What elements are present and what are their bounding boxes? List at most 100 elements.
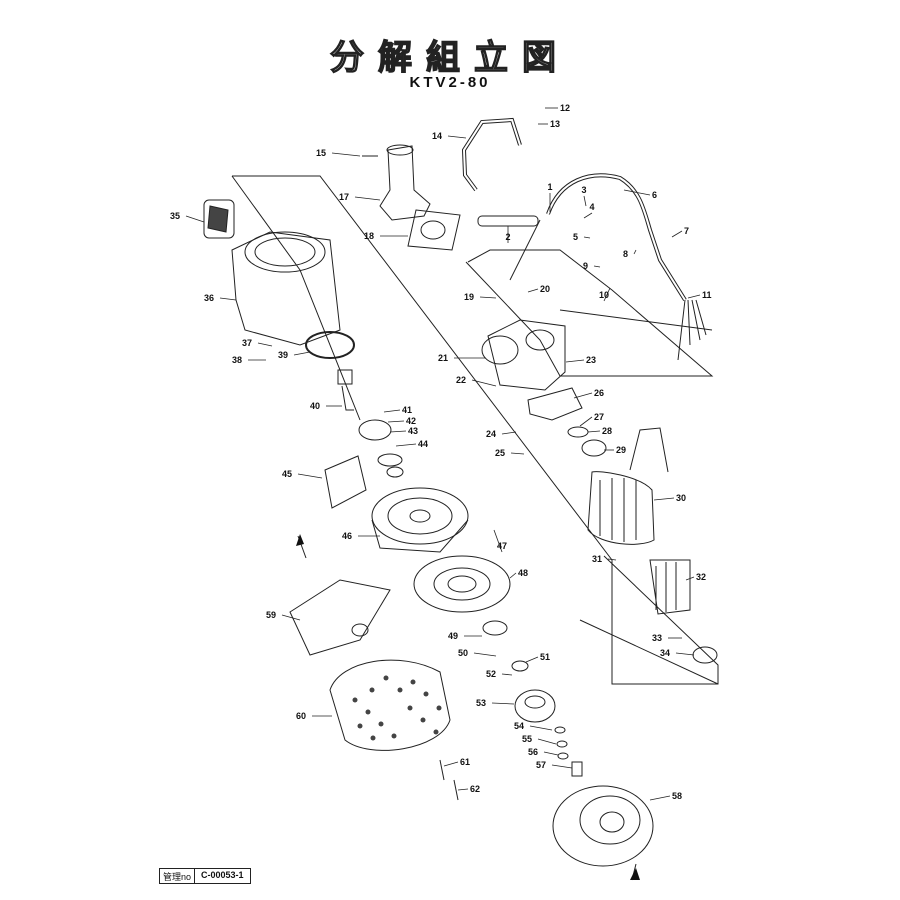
part-number-label: 23 [586,355,596,365]
callout-12: 12 [545,103,570,113]
part-number-label: 8 [623,249,628,259]
callout-9: 9 [583,261,601,271]
leader-line [573,392,593,399]
part-number-label: 49 [448,631,458,641]
handle-grip [203,199,235,239]
callout-18: 18 [364,231,408,241]
callout-60: 60 [296,711,332,721]
part-number-label: 45 [282,469,292,479]
stator [587,471,655,545]
direction-arrow-icon [296,534,304,546]
part-number-label: 48 [518,568,528,578]
callout-2: 2 [505,226,511,243]
part-number-label: 40 [310,401,320,411]
leader-line [281,614,301,621]
leader-line [443,761,459,767]
part-number-label: 15 [316,148,326,158]
part-number-label: 44 [418,439,428,449]
part-number-label: 9 [583,261,588,271]
leader-line [185,215,205,223]
suction-plate [413,555,511,613]
callout-5: 5 [573,232,591,242]
diagram-title: 分解組立図 [329,37,570,78]
part-number-label: 7 [684,226,689,236]
callout-42: 42 [387,416,416,426]
leader-line [603,287,611,302]
callout-46: 46 [342,531,380,541]
callout-37: 37 [242,338,273,348]
part-number-label: 21 [438,353,448,363]
callout-36: 36 [204,293,237,303]
leader-line [685,576,695,581]
leader-line [551,764,573,769]
part-number-label: 6 [652,190,657,200]
leader-line [395,443,417,447]
base-plate [289,579,391,656]
leader-line [501,431,517,435]
part-number-label: 38 [232,355,242,365]
callout-21: 21 [438,353,486,363]
part-number-label: 42 [406,416,416,426]
callout-34: 34 [660,648,695,658]
assembly-frame [232,175,719,685]
leader-line [493,529,503,553]
part-number-label: 41 [402,405,412,415]
leader-line [501,673,513,676]
strainer [329,659,451,751]
callout-23: 23 [565,355,596,365]
part-number-label: 35 [170,211,180,221]
part-number-label: 12 [560,103,570,113]
callout-55: 55 [522,734,557,745]
o-ring [305,331,355,359]
callout-26: 26 [573,388,604,399]
callout-13: 13 [538,119,560,129]
leader-line [510,452,525,455]
part-number-label: 27 [594,412,604,422]
part-number-label: 37 [242,338,252,348]
leader-line [623,189,651,196]
leader-line [354,196,381,201]
callout-61: 61 [443,757,470,767]
leader-line [583,195,587,207]
leader-line [587,430,601,433]
callout-33: 33 [652,633,682,643]
pump-casing [371,487,469,545]
part-number-label: 54 [514,721,524,731]
handle-bar [461,117,522,192]
callout-52: 52 [486,669,513,679]
leader-line [297,473,323,479]
callout-28: 28 [587,426,612,436]
cable-clamp [324,455,367,509]
callout-44: 44 [395,439,428,449]
assembly-frame [579,619,719,685]
leader-line [579,416,593,427]
callout-43: 43 [389,426,418,436]
callout-48: 48 [509,568,528,579]
management-number-box: 管理no C-00053-1 [159,868,251,884]
discharge-elbow [379,145,431,221]
part-number-label: 11 [702,290,712,300]
leader-line [447,135,467,139]
rotor [649,559,691,615]
part-number-label: 36 [204,293,214,303]
pump-base [552,785,654,867]
top-cover [487,319,566,391]
callout-62: 62 [457,784,480,794]
assembly-frame [231,175,361,421]
part-number-label: 57 [536,760,546,770]
leader-line [649,795,671,801]
callout-7: 7 [671,226,689,238]
part-number-label: 51 [540,652,550,662]
callout-15: 15 [316,148,361,158]
part-number-label: 61 [460,757,470,767]
part-number-label: 59 [266,610,276,620]
discharge-gasket [407,209,461,251]
callout-22: 22 [456,375,497,387]
part-number-label: 3 [581,185,586,195]
callout-41: 41 [383,405,412,415]
callout-4: 4 [583,202,595,219]
callout-57: 57 [536,760,573,770]
part-number-label: 53 [476,698,486,708]
leader-line [671,230,683,238]
